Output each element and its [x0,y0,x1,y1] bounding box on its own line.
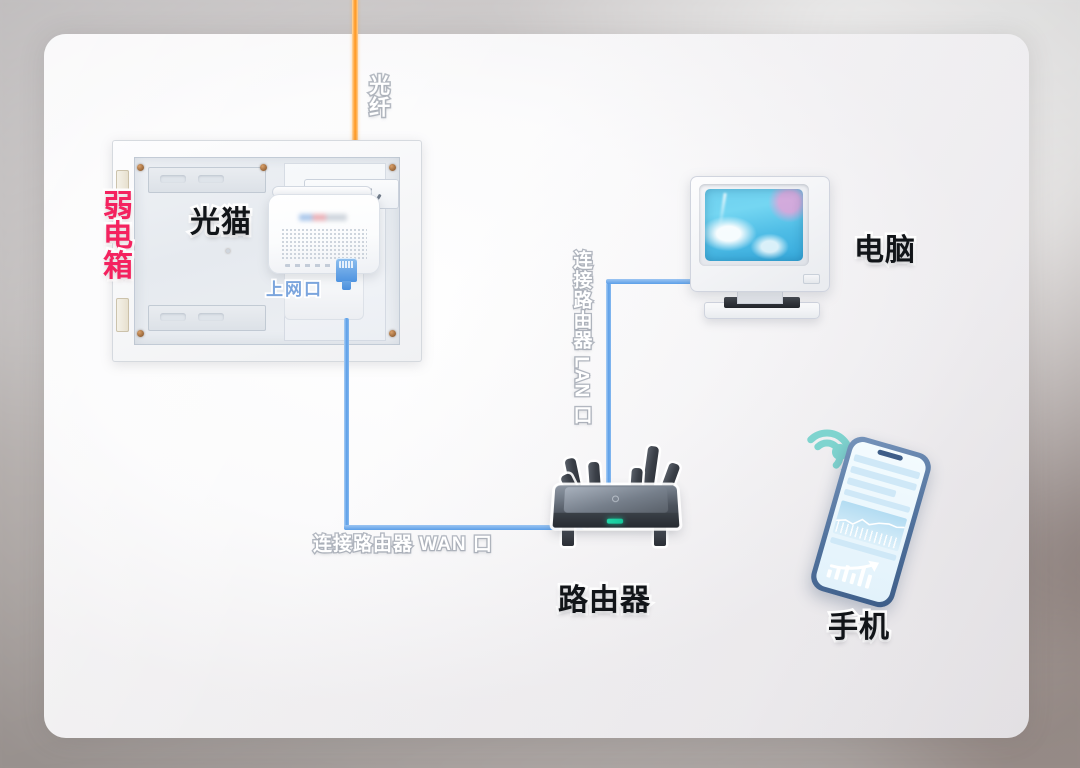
cabinet-slot [198,175,224,183]
rj45-connector [336,258,357,292]
monitor-bezel [699,184,809,266]
router-foot [654,526,666,546]
label-internet-port: 上网口 [264,278,323,300]
cabinet-hinge [116,170,129,204]
modem-vent-grid [281,228,367,259]
modem-logo [299,214,347,221]
monitor-base [704,297,820,319]
fiber-cable [352,0,358,202]
phone-bar-col [826,569,833,578]
cabinet-slot [160,175,186,183]
cabinet-hole [190,215,194,219]
phone-chart-panel [832,500,908,552]
cabinet-screw [137,330,144,337]
router-logo-dot [612,495,619,503]
label-wan-connection: 连接路由器 WAN 口 [312,533,493,556]
wan-cable-vertical [344,318,349,530]
cabinet-hole [226,249,230,253]
monitor-screen [705,189,803,261]
cabinet-screw [389,330,396,337]
label-weak-current-box: 弱 电 箱 [101,189,136,284]
cabinet-screw [260,164,267,171]
label-fiber: 光纤 [365,73,391,120]
cabinet-hinge [116,298,129,332]
optical-modem [268,186,380,320]
router-status-led [606,518,624,524]
monitor-case [690,176,830,292]
label-phone: 手机 [826,609,892,647]
phone-screen [813,439,929,605]
modem-status-leds [285,264,333,267]
cabinet-slot [198,313,224,321]
label-computer: 电脑 [852,232,918,270]
monitor-neck [737,290,783,304]
label-optical-modem: 光猫 [188,204,254,242]
wifi-router: WiFi 6 [532,440,698,570]
cabinet-screw [137,164,144,171]
wan-cable-horizontal [344,525,589,530]
smartphone [807,433,935,611]
router-body [552,485,680,528]
phone-growth-arrow [829,560,880,572]
label-lan-connection: 连接路由器 LAN 口 [569,249,593,426]
cabinet-slot [160,313,186,321]
cabinet-screw [389,164,396,171]
router-foot [562,526,574,546]
label-router: 路由器 [556,582,653,620]
lan-cable-vertical [606,283,611,507]
lan-cable-horizontal [606,279,702,284]
monitor-power-button[interactable] [803,274,820,284]
screen-streak [717,193,727,228]
computer-monitor [690,176,842,328]
modem-shell [268,194,380,274]
